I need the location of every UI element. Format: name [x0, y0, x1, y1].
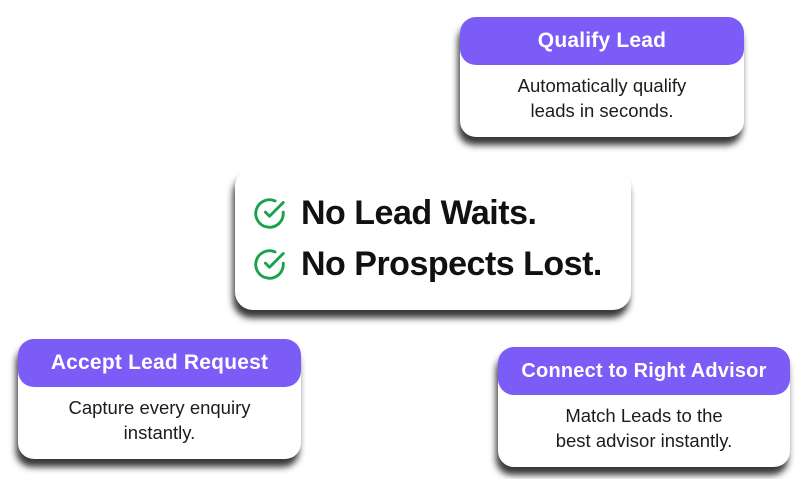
card-accept-lead-request-body: Capture every enquiry instantly. — [68, 397, 251, 443]
card-qualify-lead-title: Qualify Lead — [537, 29, 667, 52]
hero-row-1: No Lead Waits. — [253, 194, 613, 233]
card-connect-to-right-advisor: Connect to Right Advisor Match Leads to … — [498, 347, 790, 467]
hero-row-2: No Prospects Lost. — [253, 245, 613, 284]
check-circle-icon — [253, 197, 286, 230]
card-accept-lead-request: Accept Lead Request Capture every enquir… — [18, 339, 301, 459]
card-qualify-lead-body: Automatically qualify leads in seconds. — [517, 75, 687, 121]
hero-text-line-2: No Prospects Lost. — [301, 245, 602, 283]
card-qualify-lead-header: Qualify Lead — [460, 17, 744, 65]
card-accept-lead-request-header: Accept Lead Request — [18, 339, 301, 387]
hero-card: No Lead Waits. No Prospects Lost. — [235, 168, 631, 310]
check-circle-icon — [253, 248, 286, 281]
card-connect-to-right-advisor-header: Connect to Right Advisor — [498, 347, 790, 395]
card-connect-to-right-advisor-body: Match Leads to the best advisor instantl… — [555, 405, 733, 451]
card-qualify-lead: Qualify Lead Automatically qualify leads… — [460, 17, 744, 137]
card-accept-lead-request-title: Accept Lead Request — [50, 351, 269, 374]
card-connect-to-right-advisor-title: Connect to Right Advisor — [521, 359, 767, 382]
hero-text-line-1: No Lead Waits. — [301, 194, 537, 232]
